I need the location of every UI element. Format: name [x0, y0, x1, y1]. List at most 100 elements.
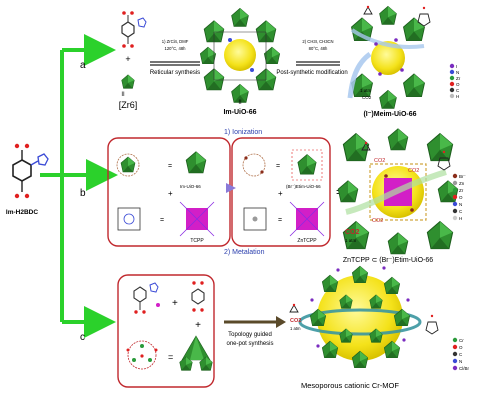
svg-text:=: =: [168, 163, 172, 170]
step2-conditions: 2) CH3I, CH3CN: [302, 39, 333, 44]
zntcpp-label: ZnTCPP: [297, 238, 317, 244]
legend-label: H: [459, 216, 462, 221]
epoxide-molecule: [363, 5, 373, 15]
svg-text:CO2: CO2: [374, 158, 385, 164]
legend-label: Cl/Br: [459, 366, 470, 371]
legend-label: N: [459, 359, 462, 364]
legend-swatch: [452, 365, 458, 371]
branch-label-b: b: [80, 188, 86, 199]
step1-name: Reticular synthesis: [150, 70, 200, 76]
legend-label: Zr: [459, 188, 464, 193]
svg-text:+: +: [172, 298, 178, 309]
legend-swatch: [452, 180, 458, 186]
cr-mof-precursor-box: [117, 274, 215, 388]
legend-swatch: [452, 351, 458, 357]
atm-label-a: 1 atm: [360, 88, 372, 93]
im-uio-66-label: Im-UiO-66: [223, 109, 256, 116]
epoxide-molecule-b: [361, 141, 371, 151]
svg-text:=: =: [276, 163, 280, 170]
legend-swatch: [452, 208, 458, 214]
legend-swatch: [452, 187, 458, 193]
legend-label: N: [456, 70, 459, 75]
row-a-ligand: [121, 11, 147, 48]
cyclic-carbonate-molecule: [417, 6, 431, 27]
row-c-ligand: [133, 282, 160, 314]
zr6-cluster: [121, 74, 135, 89]
legend-swatch: [449, 81, 455, 87]
co2-label-a: CO2: [362, 95, 372, 100]
topology-step-line1: Topology guided: [228, 332, 272, 338]
br-uio-66-small-label: (Br⁻)Etim-UiO-66: [286, 184, 321, 189]
step1-conditions: 1) ZrCl4, DMF: [162, 39, 189, 44]
im-uio-66-framework: [199, 7, 281, 104]
im-uio-66-small-label: Im-UiO-66: [180, 184, 201, 189]
branch-arrows: [40, 34, 118, 338]
legend-label: C: [459, 209, 463, 214]
row-c-dicarboxylate: [191, 281, 205, 312]
branch-label-a: a: [80, 60, 86, 71]
atm-label-c: 1 atm: [290, 326, 301, 331]
legend-swatch: [449, 75, 455, 81]
svg-text:CO2: CO2: [372, 218, 383, 224]
svg-text:=: =: [168, 352, 173, 362]
legend-swatch: [452, 194, 458, 200]
co2-labels-b: CO2 CO2 CO2: [372, 158, 419, 224]
svg-text:+: +: [168, 189, 173, 198]
co2-big-label-b: CO2: [345, 229, 360, 236]
trimer-polyhedron: [179, 335, 213, 371]
legend-swatch: [452, 201, 458, 207]
cr-mof-label: Mesoporous cationic Cr-MOF: [301, 381, 399, 390]
cr3-cluster: [126, 340, 158, 370]
cyclic-carbonate-molecule-b: [437, 150, 451, 171]
svg-text:+: +: [278, 189, 283, 198]
legend-swatch: [452, 344, 458, 350]
legend-label: Zr: [456, 76, 461, 81]
legend-swatch: [449, 63, 455, 69]
legend-swatch: [452, 173, 458, 179]
legend-swatch: [452, 358, 458, 364]
legend-label: Zn: [459, 181, 465, 186]
zntcpp-composite-label: ZnTCPP ⊂ (Br⁻)Etim-UiO-66: [343, 257, 433, 264]
svg-text:=: =: [160, 217, 164, 224]
numeral-mid: II: [238, 100, 242, 106]
legend-label: O: [459, 195, 463, 200]
tcpp-label: TCPP: [190, 238, 204, 244]
zntcpp-composite-framework: [337, 128, 459, 255]
ligand-label: Im-H2BDC: [6, 209, 38, 216]
svg-text:+: +: [195, 320, 201, 331]
svg-text:=: =: [278, 217, 282, 224]
legend-label: Br⁻: [459, 174, 467, 179]
legend-label: O: [459, 345, 463, 350]
legend-swatch: [449, 69, 455, 75]
meim-uio-66-label: (I⁻)Meim-UiO-66: [363, 111, 416, 118]
epoxide-molecule-c: [289, 303, 299, 313]
legend-label: I: [456, 64, 457, 69]
ligand-structure: [12, 143, 49, 199]
branch-label-c: c: [80, 332, 85, 343]
plus-sign: +: [125, 54, 130, 64]
meim-uio-66-framework: [347, 5, 426, 110]
legend-swatch: [449, 87, 455, 93]
box-transition-arrow: [226, 183, 236, 193]
legend-label: C: [456, 88, 460, 93]
co2-label-c: CO2: [290, 318, 301, 324]
cyclic-carbonate-molecule-c: [425, 314, 439, 335]
step2-name: Post-synthetic modification: [276, 70, 347, 76]
zntcpp-cell: =: [243, 201, 325, 237]
step1-conditions-2: 120°C, 48h: [165, 46, 187, 51]
legend-swatch: [452, 337, 458, 343]
metalation-box: [231, 137, 331, 247]
legend-label: C: [459, 352, 463, 357]
legend-swatch: [452, 215, 458, 221]
atm-label-b: 1 atm: [345, 238, 357, 243]
cr-mof-sphere: [298, 265, 422, 369]
legend-label: H: [456, 94, 459, 99]
ionization-label: 1) Ionization: [224, 129, 262, 136]
tcpp-cell: =: [117, 201, 215, 237]
im-uio-66-cell: =: [116, 151, 207, 177]
